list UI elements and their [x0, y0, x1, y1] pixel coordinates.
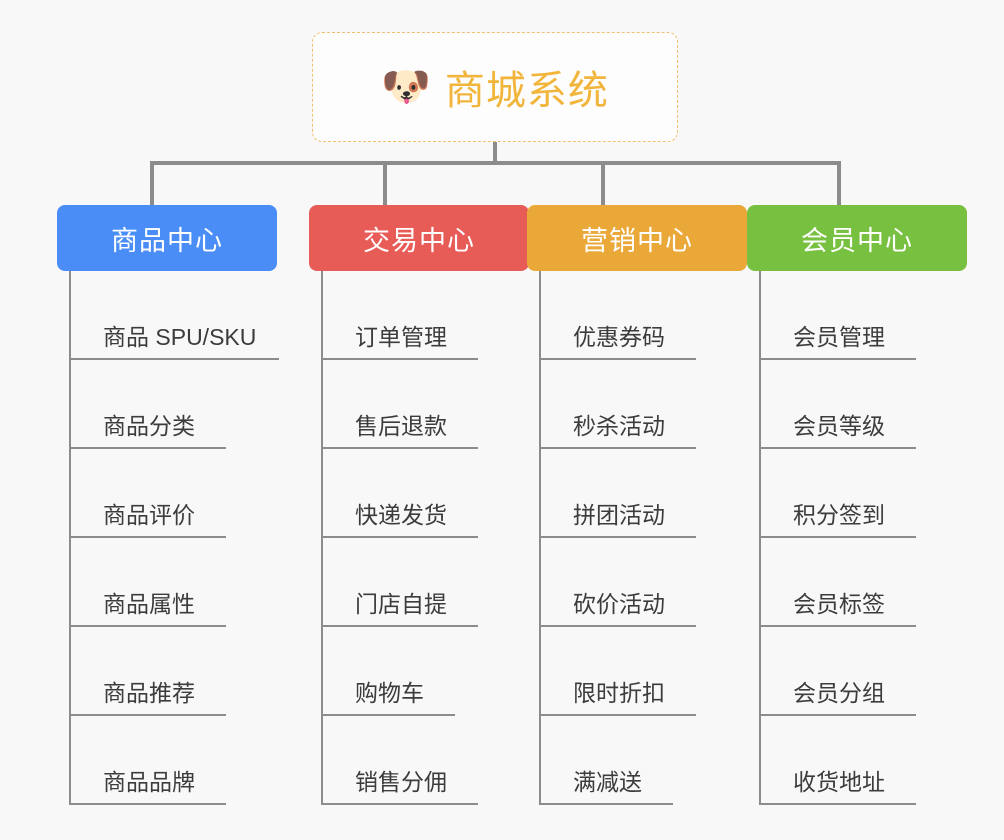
leaf-item-rule [761, 536, 916, 538]
branch-drop-connector [383, 161, 387, 205]
leaf-item-rule [761, 358, 916, 360]
branch-column-member-center: 会员中心会员管理会员等级积分签到会员标签会员分组收货地址 [747, 205, 967, 805]
leaf-item-label: 会员管理 [793, 323, 885, 350]
leaf-item[interactable]: 商品分类 [71, 360, 277, 449]
branch-drop-connector [601, 161, 605, 205]
leaf-item-rule [323, 625, 478, 627]
leaf-item-label: 限时折扣 [573, 679, 665, 706]
leaf-item-rule [71, 358, 279, 360]
leaf-item-rule [71, 714, 226, 716]
leaf-item[interactable]: 会员管理 [761, 271, 967, 360]
leaf-item-label: 满减送 [573, 768, 642, 795]
root-connector-stem [493, 142, 497, 164]
leaf-item-label: 门店自提 [355, 590, 447, 617]
leaf-item[interactable]: 收货地址 [761, 716, 967, 805]
leaf-item-rule [323, 358, 478, 360]
leaf-item-label: 会员标签 [793, 590, 885, 617]
branch-column-marketing-center: 营销中心优惠券码秒杀活动拼团活动砍价活动限时折扣满减送 [527, 205, 747, 805]
leaf-item-label: 快递发货 [355, 501, 447, 528]
dog-face-icon: 🐶 [381, 65, 431, 109]
leaf-item-rule [323, 447, 478, 449]
leaf-item[interactable]: 门店自提 [323, 538, 529, 627]
leaf-item[interactable]: 售后退款 [323, 360, 529, 449]
leaf-item-rule [71, 625, 226, 627]
leaf-item-rule [761, 803, 916, 805]
leaf-item-rule [541, 447, 696, 449]
leaf-item-label: 拼团活动 [573, 501, 665, 528]
leaf-item[interactable]: 秒杀活动 [541, 360, 747, 449]
leaf-item-rule [71, 803, 226, 805]
leaf-item-label: 积分签到 [793, 501, 885, 528]
branch-column-product-center: 商品中心商品 SPU/SKU 商品分类商品评价商品属性商品推荐商品品牌 [57, 205, 279, 805]
leaf-item-label: 收货地址 [793, 768, 885, 795]
leaf-item[interactable]: 商品品牌 [71, 716, 277, 805]
leaf-item-list: 会员管理会员等级积分签到会员标签会员分组收货地址 [759, 271, 967, 805]
leaf-item[interactable]: 砍价活动 [541, 538, 747, 627]
leaf-item-list: 优惠券码秒杀活动拼团活动砍价活动限时折扣满减送 [539, 271, 747, 805]
leaf-item-rule [761, 625, 916, 627]
category-header-label: 会员中心 [801, 225, 913, 256]
leaf-item-list: 商品 SPU/SKU 商品分类商品评价商品属性商品推荐商品品牌 [69, 271, 279, 805]
branch-connector-bar [150, 161, 841, 165]
branch-drop-connector [837, 161, 841, 205]
category-header-trade-center[interactable]: 交易中心 [309, 205, 529, 271]
leaf-item-label: 商品分类 [103, 412, 195, 439]
leaf-item[interactable]: 快递发货 [323, 449, 529, 538]
leaf-item-rule [323, 803, 478, 805]
leaf-item[interactable]: 购物车 [323, 627, 529, 716]
category-header-member-center[interactable]: 会员中心 [747, 205, 967, 271]
leaf-item-rule [761, 447, 916, 449]
branch-drop-connector [150, 161, 154, 205]
leaf-item[interactable]: 商品 SPU/SKU [71, 271, 279, 360]
leaf-item-rule [761, 714, 916, 716]
leaf-item-rule [541, 803, 673, 805]
leaf-item-rule [323, 536, 478, 538]
root-title: 商城系统 [444, 69, 609, 113]
root-node[interactable]: 🐶 商城系统 [312, 32, 678, 142]
leaf-item[interactable]: 订单管理 [323, 271, 529, 360]
category-header-product-center[interactable]: 商品中心 [57, 205, 277, 271]
leaf-item-label: 购物车 [355, 679, 424, 706]
leaf-item-label: 会员等级 [793, 412, 885, 439]
leaf-item[interactable]: 销售分佣 [323, 716, 529, 805]
leaf-item[interactable]: 商品推荐 [71, 627, 277, 716]
leaf-item[interactable]: 满减送 [541, 716, 747, 805]
leaf-item-label: 商品品牌 [103, 768, 195, 795]
leaf-item-rule [323, 714, 455, 716]
leaf-item[interactable]: 拼团活动 [541, 449, 747, 538]
leaf-item[interactable]: 会员分组 [761, 627, 967, 716]
leaf-item-rule [541, 625, 696, 627]
leaf-item-label: 订单管理 [355, 323, 447, 350]
leaf-item-label: 商品 SPU/SKU [103, 323, 257, 350]
category-header-label: 营销中心 [581, 225, 693, 256]
category-header-marketing-center[interactable]: 营销中心 [527, 205, 747, 271]
leaf-item-rule [71, 447, 226, 449]
leaf-item[interactable]: 会员等级 [761, 360, 967, 449]
leaf-item-list: 订单管理售后退款快递发货门店自提购物车销售分佣 [321, 271, 529, 805]
branch-column-trade-center: 交易中心订单管理售后退款快递发货门店自提购物车销售分佣 [309, 205, 529, 805]
leaf-item-label: 售后退款 [355, 412, 447, 439]
leaf-item-label: 商品评价 [103, 501, 195, 528]
leaf-item-label: 优惠券码 [573, 323, 665, 350]
leaf-item[interactable]: 积分签到 [761, 449, 967, 538]
leaf-item-label: 商品推荐 [103, 679, 195, 706]
leaf-item[interactable]: 会员标签 [761, 538, 967, 627]
leaf-item[interactable]: 限时折扣 [541, 627, 747, 716]
leaf-item-rule [71, 536, 226, 538]
leaf-item[interactable]: 优惠券码 [541, 271, 747, 360]
leaf-item[interactable]: 商品评价 [71, 449, 277, 538]
category-header-label: 交易中心 [363, 225, 475, 256]
leaf-item-rule [541, 358, 696, 360]
leaf-item-label: 秒杀活动 [573, 412, 665, 439]
leaf-item-label: 会员分组 [793, 679, 885, 706]
leaf-item-label: 销售分佣 [355, 768, 447, 795]
leaf-item[interactable]: 商品属性 [71, 538, 277, 627]
leaf-item-rule [541, 714, 696, 716]
category-header-label: 商品中心 [111, 225, 223, 256]
leaf-item-label: 商品属性 [103, 590, 195, 617]
leaf-item-label: 砍价活动 [573, 590, 665, 617]
leaf-item-rule [541, 536, 696, 538]
